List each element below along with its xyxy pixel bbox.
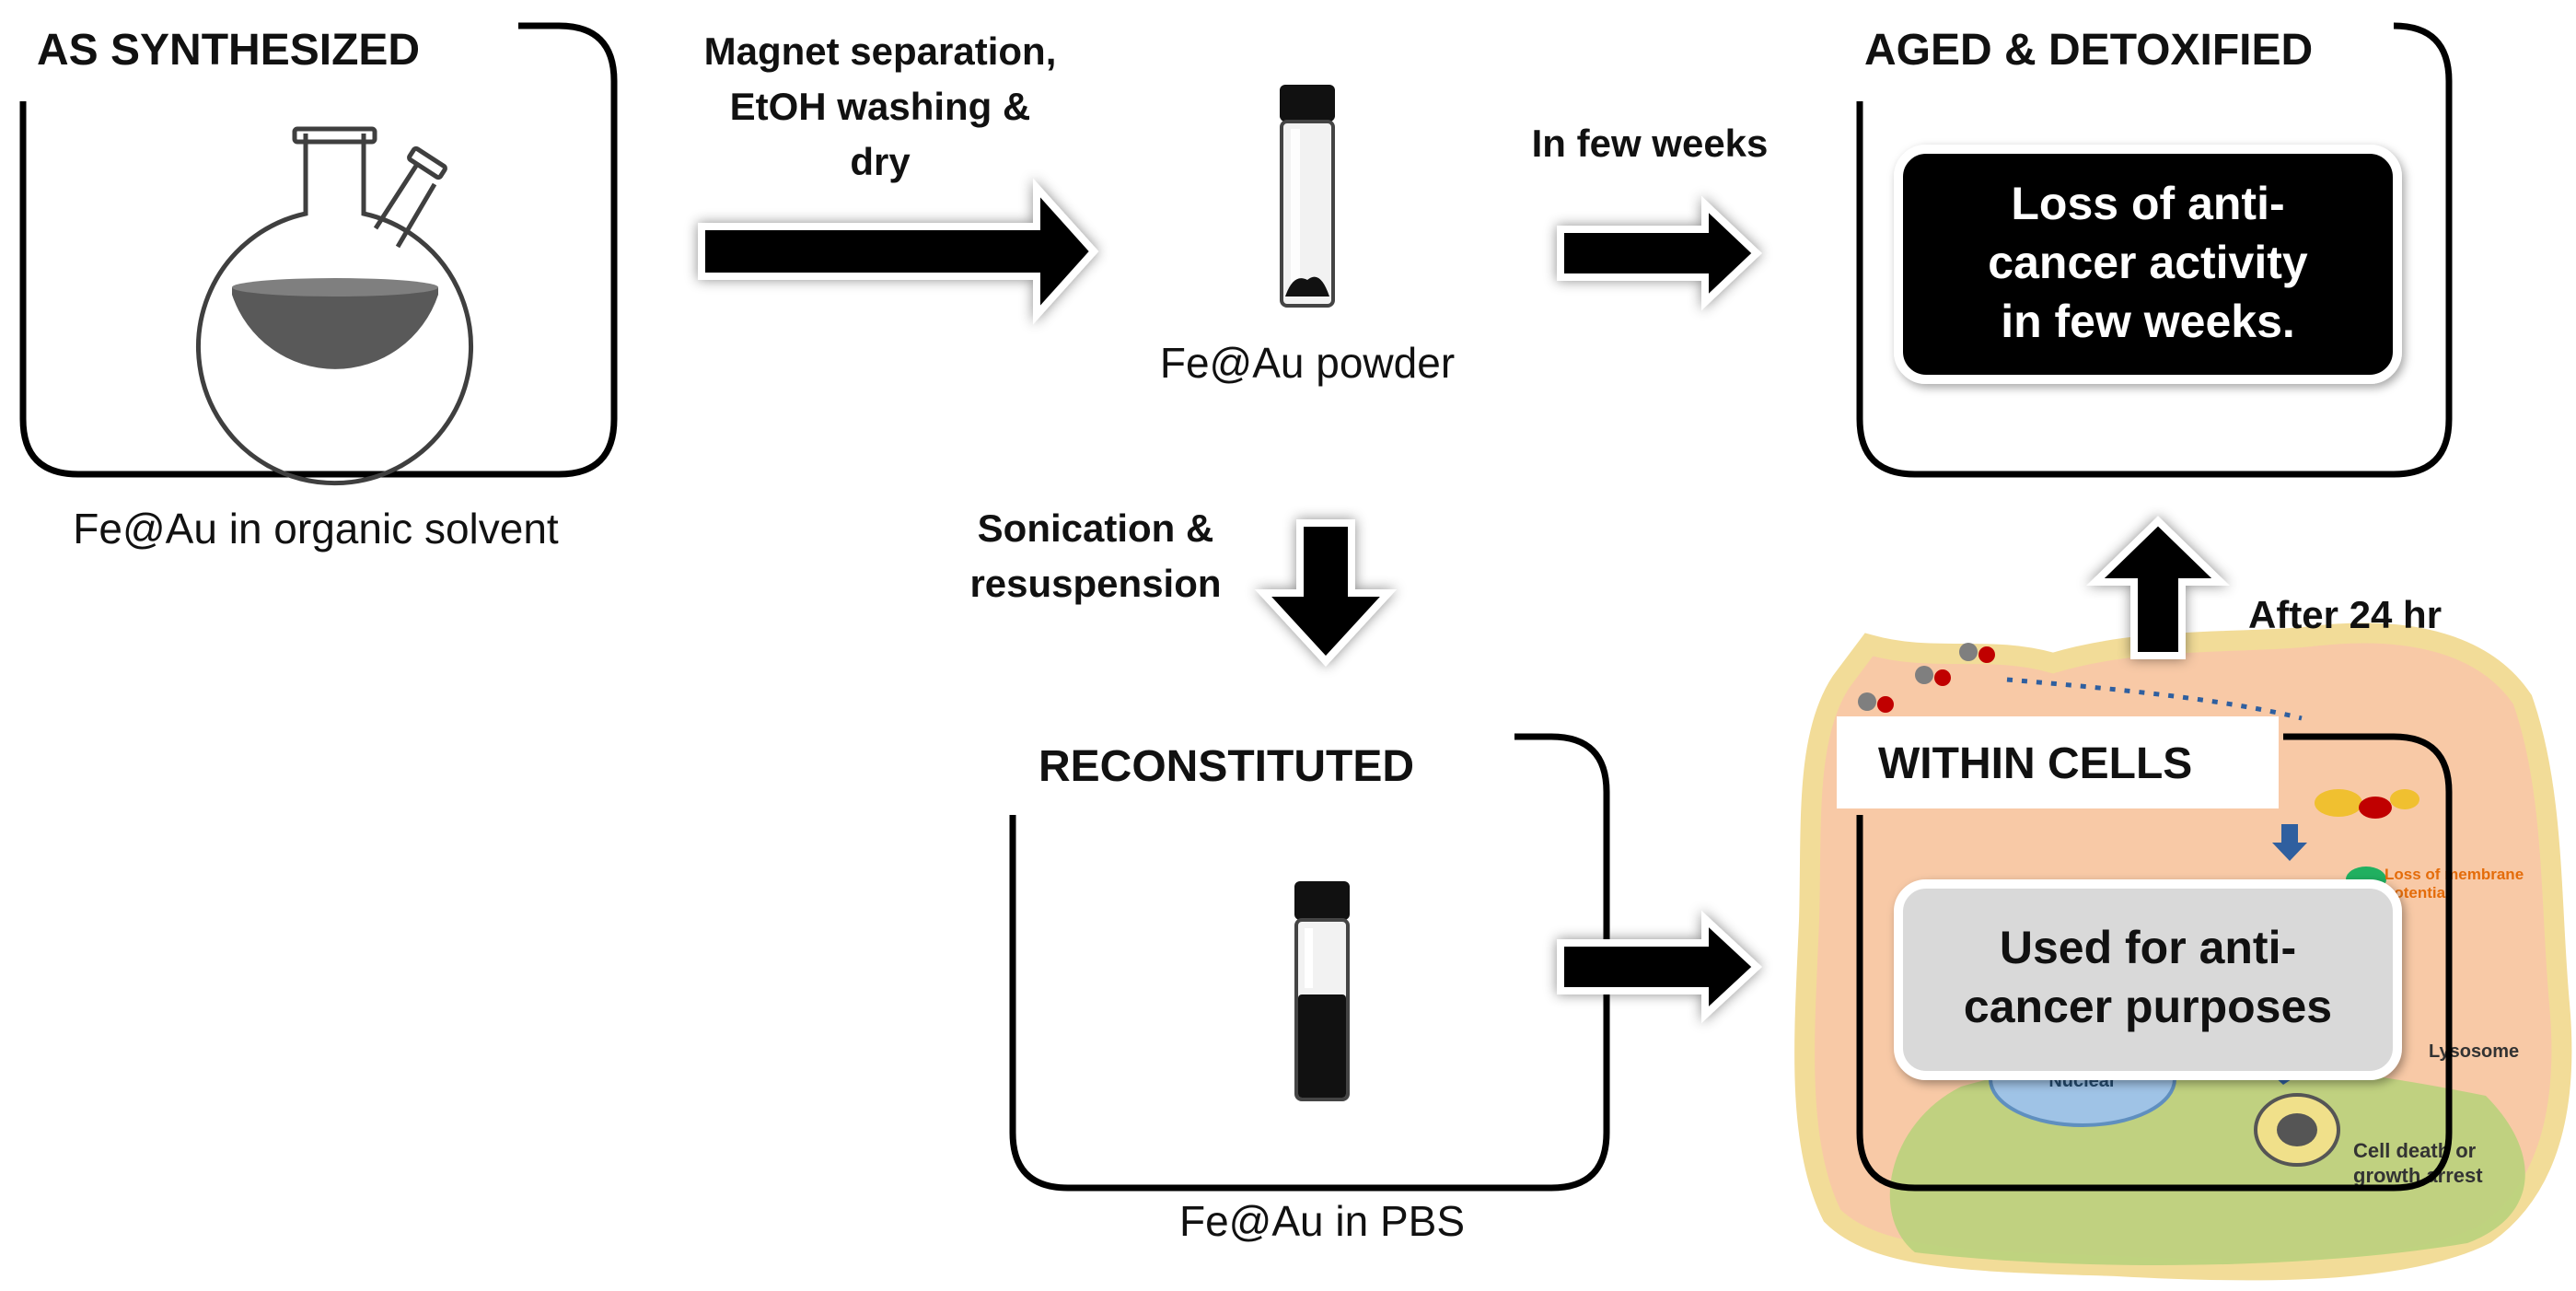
round-bottom-flask-icon — [196, 126, 473, 486]
arrow-powder-to-aged — [1557, 195, 1762, 311]
reconstituted-caption: Fe@Au in PBS — [1179, 1197, 1465, 1245]
cell-green-region — [1889, 1059, 2525, 1265]
solution-vial-icon — [1294, 881, 1350, 1101]
membrane-label: Loss of membrane potential — [2385, 866, 2524, 901]
arrow-synth-to-powder — [698, 178, 1099, 325]
lysosome-label: Lysosome — [2429, 1041, 2519, 1062]
svg-text:resuspension: resuspension — [969, 562, 1221, 605]
reconstituted-panel: RECONSTITUTED — [1009, 733, 1610, 1192]
svg-text:Cell death or: Cell death or — [2353, 1139, 2477, 1162]
svg-text:Used for anti-: Used for anti- — [2000, 922, 2296, 973]
svg-text:Sonication &: Sonication & — [978, 506, 1214, 550]
svg-text:cancer activity: cancer activity — [1988, 237, 2308, 288]
arrow-aged-label: In few weeks — [1532, 122, 1769, 165]
arrow-powder-to-reconstituted — [1254, 519, 1398, 667]
aged-detoxified-title: AGED & DETOXIFIED — [1864, 26, 2313, 75]
as-synthesized-caption: Fe@Au in organic solvent — [73, 505, 559, 552]
svg-text:Loss of anti-: Loss of anti- — [2011, 178, 2284, 229]
svg-text:cancer purposes: cancer purposes — [1964, 981, 2332, 1032]
svg-text:Loss of membrane: Loss of membrane — [2385, 866, 2524, 883]
svg-text:in few weeks.: in few weeks. — [2001, 296, 2295, 347]
powder-vial-icon — [1280, 85, 1335, 308]
within-cells-title: WITHIN CELLS — [1878, 739, 2192, 788]
svg-text:potential: potential — [2385, 884, 2450, 901]
arrow-synth-label: Magnet separation, EtOH washing & dry — [704, 29, 1057, 183]
arrow-reconstituted-to-cells — [1557, 910, 1762, 1024]
arrow-cells-to-aged — [2086, 516, 2230, 659]
within-cells-result-box: Used for anti- cancer purposes — [1894, 879, 2402, 1080]
within-cells-panel: WITHIN CELLS — [1837, 716, 2453, 1192]
aged-result-box: Loss of anti- cancer activity in few wee… — [1894, 145, 2402, 384]
svg-text:dry: dry — [850, 140, 911, 183]
svg-text:Magnet separation,: Magnet separation, — [704, 29, 1057, 73]
as-synthesized-title: AS SYNTHESIZED — [37, 26, 420, 75]
reconstituted-title: RECONSTITUTED — [1039, 742, 1414, 791]
endocytosis-path — [2006, 677, 2303, 721]
dying-cell-icon — [2254, 1093, 2340, 1167]
flask-liquid — [232, 280, 438, 369]
arrow-sonication-label: Sonication & resuspension — [969, 506, 1221, 605]
arrow-24hr-label: After 24 hr — [2248, 593, 2442, 636]
svg-text:EtOH washing &: EtOH washing & — [730, 85, 1031, 128]
aged-detoxified-panel: AGED & DETOXIFIED — [1856, 22, 2453, 478]
powder-caption: Fe@Au powder — [1160, 339, 1455, 387]
as-synthesized-panel: AS SYNTHESIZED — [19, 22, 618, 478]
nanoparticles-outside — [1858, 643, 1995, 713]
